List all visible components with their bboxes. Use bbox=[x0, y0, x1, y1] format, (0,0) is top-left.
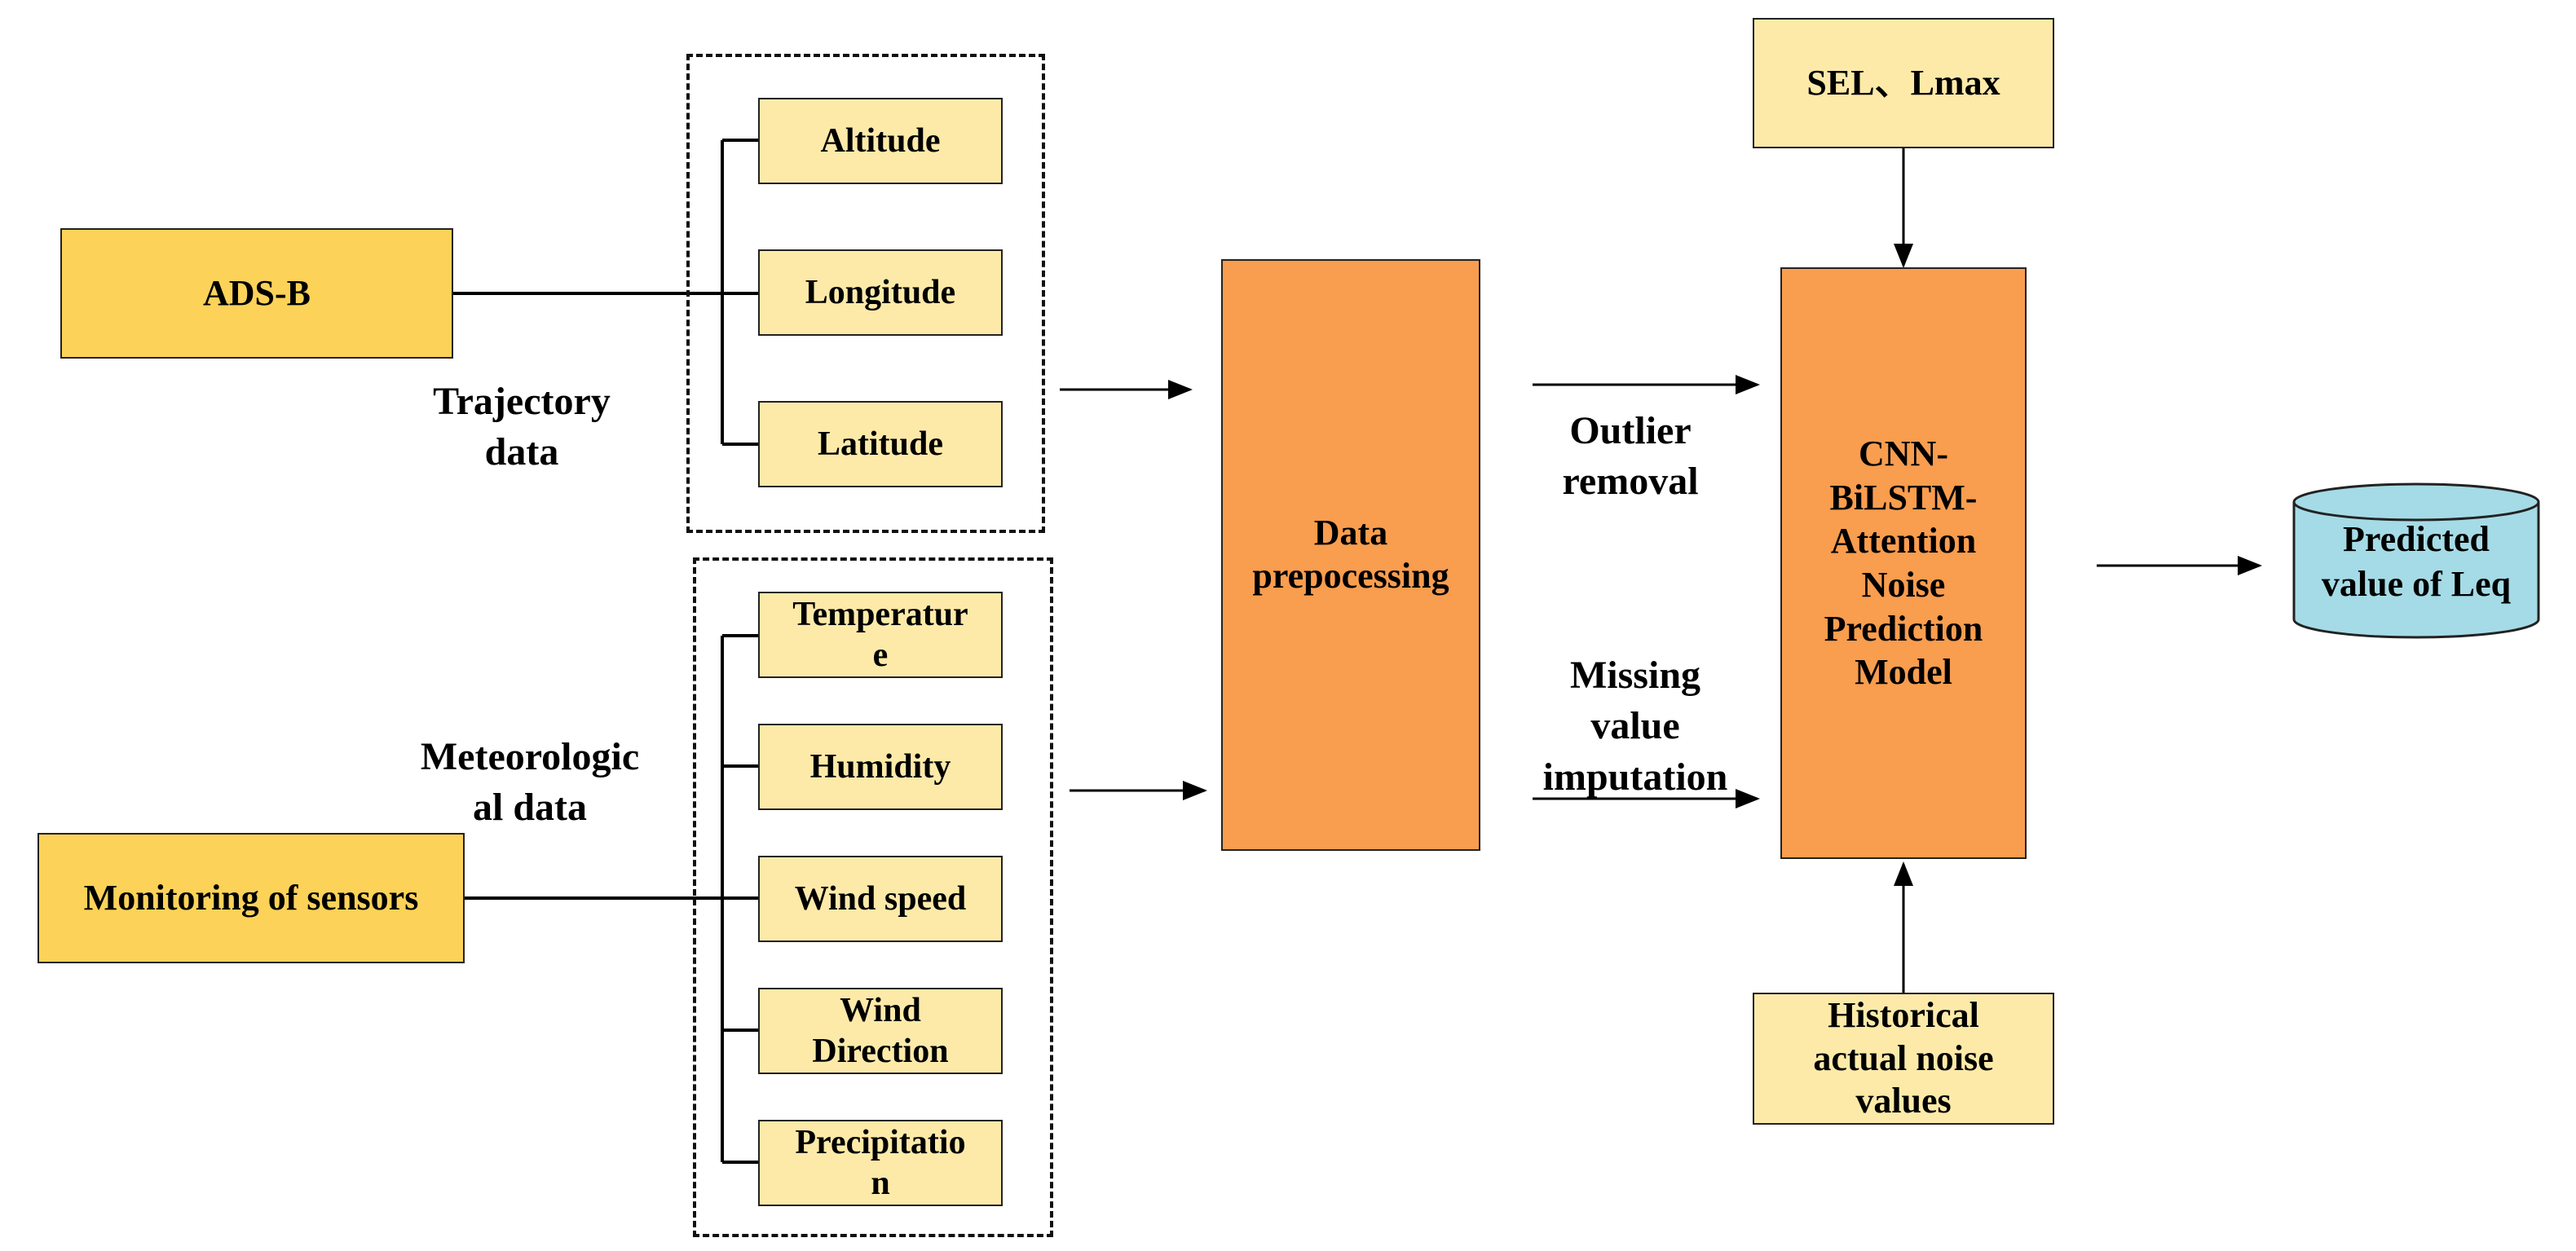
meteorological-data-label: Meteorologic al data bbox=[383, 732, 677, 834]
trajectory-bracket bbox=[453, 139, 758, 446]
preprocessing-line1: Data bbox=[1313, 513, 1388, 553]
latitude-box: Latitude bbox=[758, 401, 1003, 487]
historical-line2: actual noise bbox=[1813, 1037, 1994, 1078]
meteorological-label-line2: al data bbox=[472, 786, 587, 830]
historical-line3: values bbox=[1855, 1081, 1952, 1121]
missing-value-imputation-label: Missing value imputation bbox=[1513, 650, 1758, 803]
model-line3: Attention bbox=[1830, 521, 1977, 562]
meteorological-label-line1: Meteorologic bbox=[420, 735, 640, 778]
historical-line1: Historical bbox=[1828, 994, 1979, 1035]
model-line5: Prediction bbox=[1824, 608, 1983, 649]
temperature-line1: Temperatur bbox=[792, 595, 968, 633]
altitude-box: Altitude bbox=[758, 98, 1003, 184]
precipitation-box: Precipitatio n bbox=[758, 1120, 1003, 1206]
trajectory-data-label: Trajectory data bbox=[391, 377, 652, 478]
wind-direction-line2: Direction bbox=[812, 1033, 949, 1070]
precipitation-line1: Precipitatio bbox=[795, 1123, 966, 1161]
predicted-leq-label: Predicted value of Leq bbox=[2294, 517, 2539, 606]
wind-direction-box: Wind Direction bbox=[758, 988, 1003, 1074]
model-line4: Noise bbox=[1861, 565, 1946, 605]
preprocessing-line2: prepocessing bbox=[1252, 556, 1449, 596]
trajectory-label-line1: Trajectory bbox=[433, 380, 611, 423]
wind-speed-box: Wind speed bbox=[758, 856, 1003, 942]
temperature-line2: e bbox=[872, 637, 889, 674]
outlier-line1: Outlier bbox=[1569, 409, 1692, 452]
missing-line3: imputation bbox=[1542, 755, 1728, 799]
missing-line1: Missing bbox=[1569, 654, 1701, 697]
model-line2: BiLSTM- bbox=[1829, 477, 1978, 518]
sel-lmax-box: SEL、Lmax bbox=[1753, 18, 2054, 148]
historical-noise-box: Historical actual noise values bbox=[1753, 993, 2054, 1125]
output-cylinder bbox=[2292, 482, 2540, 639]
meteorological-bracket bbox=[465, 634, 758, 1164]
output-line2: value of Leq bbox=[2321, 564, 2512, 604]
precipitation-line2: n bbox=[871, 1165, 890, 1202]
sensor-monitoring-source: Monitoring of sensors bbox=[37, 833, 465, 963]
outlier-removal-label: Outlier removal bbox=[1516, 406, 1745, 508]
outlier-line2: removal bbox=[1562, 460, 1699, 504]
wind-direction-line1: Wind bbox=[840, 991, 921, 1029]
data-preprocessing-box: Data prepocessing bbox=[1221, 259, 1480, 851]
longitude-box: Longitude bbox=[758, 249, 1003, 336]
output-line1: Predicted bbox=[2342, 519, 2490, 559]
temperature-box: Temperatur e bbox=[758, 592, 1003, 678]
ads-b-source: ADS-B bbox=[60, 228, 453, 359]
noise-prediction-model-box: CNN- BiLSTM- Attention Noise Prediction … bbox=[1780, 267, 2027, 859]
model-line1: CNN- bbox=[1859, 433, 1948, 474]
meteorological-group bbox=[693, 557, 1053, 1237]
trajectory-group bbox=[686, 54, 1045, 533]
humidity-box: Humidity bbox=[758, 724, 1003, 810]
missing-line2: value bbox=[1590, 704, 1680, 748]
model-line6: Model bbox=[1855, 652, 1952, 693]
trajectory-label-line2: data bbox=[484, 430, 559, 474]
